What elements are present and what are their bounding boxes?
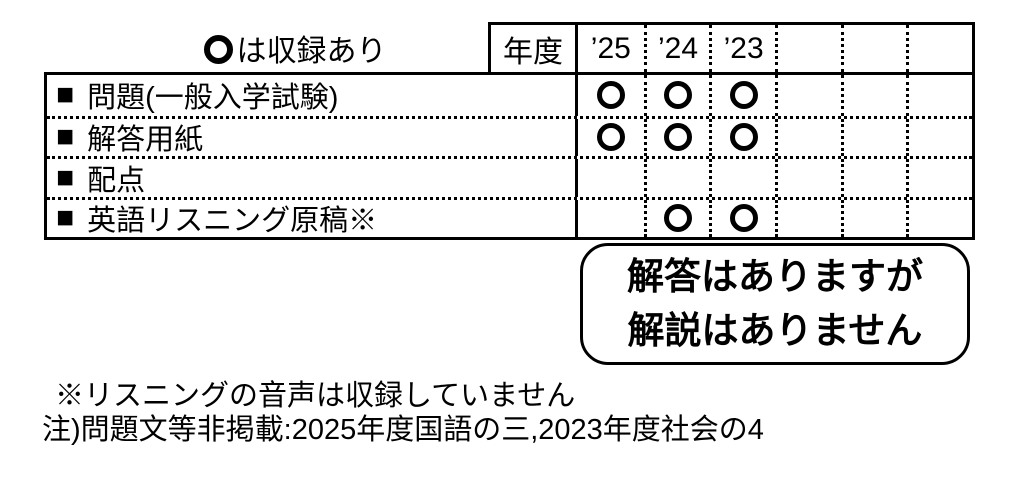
circle-icon [203,35,233,64]
legend-text: は収録あり [236,35,387,68]
row-label: 問題(一般入学試験) [87,82,339,115]
circle-mark-icon [729,204,758,233]
year-column-header: ’23 [709,25,775,72]
contents-table: ■ 問題(一般入学試験) ■ 解答用紙 [44,72,975,240]
bubble-line: 解答はありますが [627,256,923,298]
mark-cell [906,159,972,197]
row-bullet-square: ■ [56,160,75,194]
mark-cell [774,75,841,116]
mark-cell [840,159,907,197]
mark-cell [774,159,841,197]
mark-cell [578,200,644,238]
row-label: 解答用紙 [87,124,204,156]
mark-cell [709,118,775,156]
row-marks [578,199,972,238]
footnote-listening-audio: ※リスニングの音声は収録していません [55,380,576,412]
row-label: 配点 [87,164,146,197]
year-corner-label: 年度 [503,35,563,69]
mark-cell [906,199,972,237]
mark-cell [774,118,841,156]
row-label: 英語リスニング原稿※ [87,205,378,237]
circle-mark-icon [729,81,758,110]
row-label-cell: ■ 配点 [47,159,578,197]
mark-cell [643,159,710,197]
year-corner-box: 年度 [488,22,578,75]
mark-cell [643,118,710,156]
circle-mark-icon [663,204,692,233]
row-label-cell: ■ 解答用紙 [47,118,578,156]
circle-mark-icon [729,123,758,152]
table-row: ■ 解答用紙 [47,115,972,157]
table-row: ■ 配点 [47,156,972,197]
mark-cell [578,75,644,116]
circle-mark-icon [596,123,625,152]
mark-cell [906,118,972,156]
row-label-cell: ■ 問題(一般入学試験) [47,75,578,116]
row-bullet-square: ■ [56,120,75,154]
row-label-cell: ■ 英語リスニング原稿※ [47,199,578,237]
mark-cell [709,199,775,237]
mark-cell [774,199,841,237]
row-bullet-square: ■ [56,201,75,235]
table-row: ■ 問題(一般入学試験) [47,75,972,116]
bubble-line: 解説はありません [627,310,923,351]
row-marks [578,118,972,157]
footnote-omitted-passages: 注)問題文等非掲載:2025年度国語の三,2023年度社会の4 [42,414,764,446]
mark-cell [709,159,775,197]
row-bullet-square: ■ [56,78,75,112]
mark-cell [840,75,907,116]
year-column-header [774,25,841,72]
year-column-header [840,25,907,72]
mark-cell [643,75,710,116]
mark-cell [906,75,972,116]
year-column-header: ’24 [643,25,710,72]
circle-mark-icon [663,81,692,110]
mark-cell [643,199,710,237]
mark-cell [578,119,644,157]
legend-caption: は収録あり [150,26,440,70]
year-column-header [906,25,972,72]
mark-cell [840,199,907,237]
circle-mark-icon [596,81,625,110]
row-marks [578,75,972,116]
mark-cell [578,159,644,197]
note-bubble: 解答はありますが 解説はありません [580,243,970,365]
year-header-row: ’25 ’24 ’23 [578,22,975,72]
year-column-header: ’25 [590,31,631,65]
table-row: ■ 英語リスニング原稿※ [47,196,972,238]
circle-mark-icon [663,123,692,152]
mark-cell [709,75,775,116]
mark-cell [840,118,907,156]
row-marks [578,159,972,197]
